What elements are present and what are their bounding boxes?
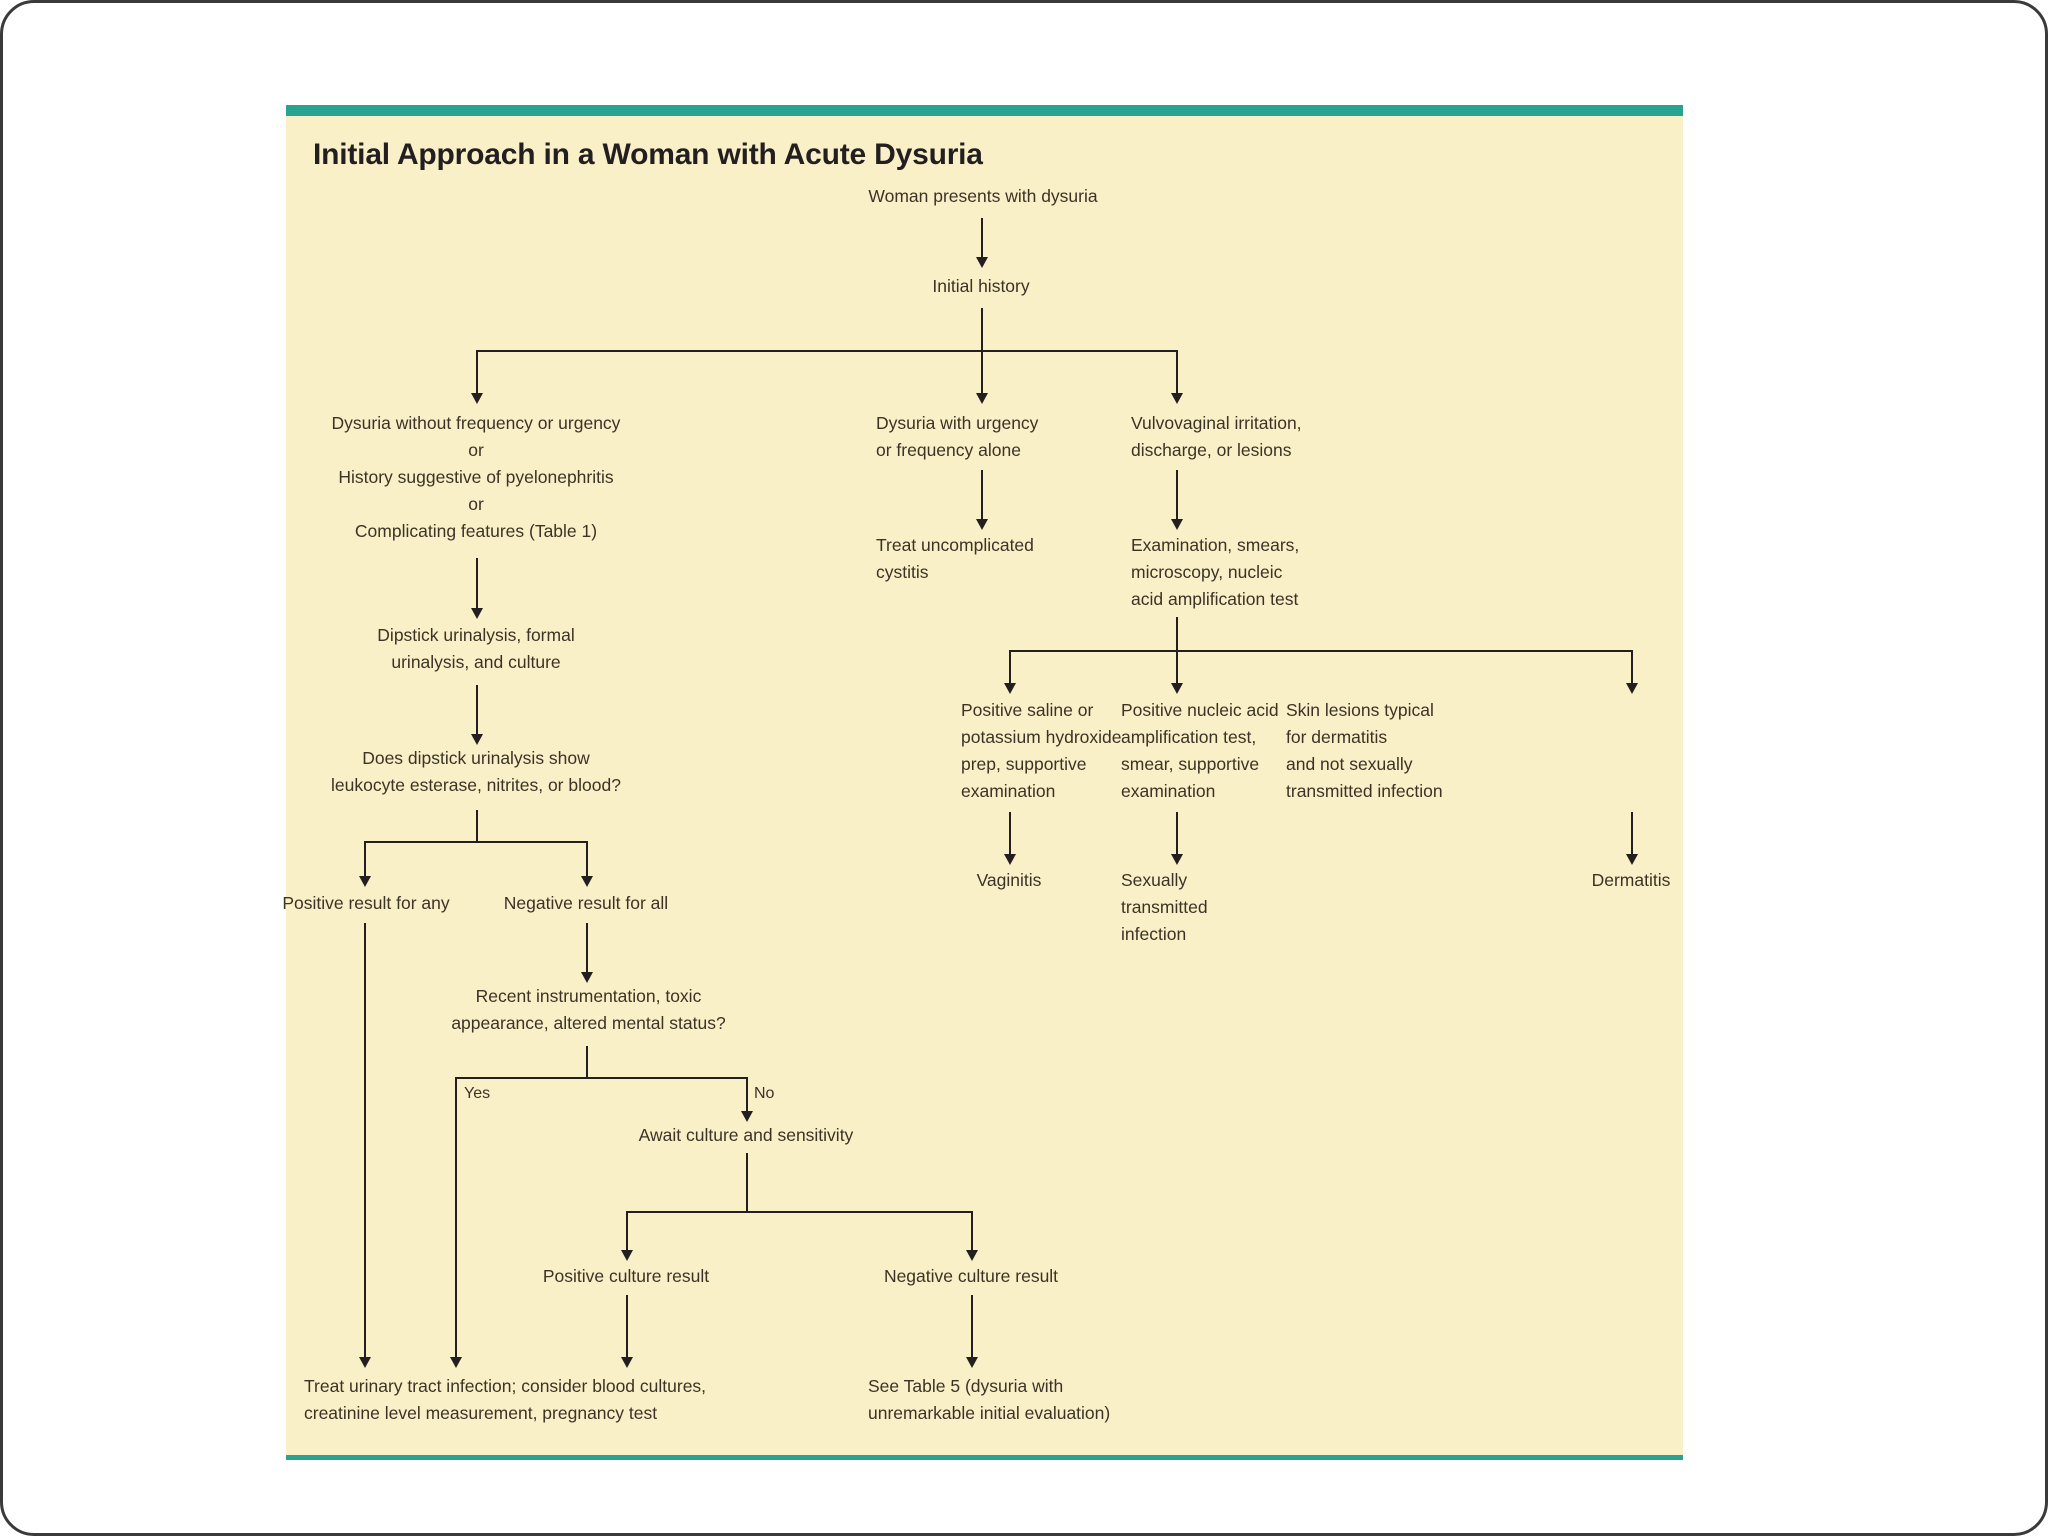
connector-examination-to-bus [1176, 617, 1178, 652]
node-positive-result-for-any: Positive result for any [282, 893, 450, 913]
node-positive-saline-potassium-hydroxide-prep: Positive saline or potassium hydroxide p… [961, 700, 1122, 801]
connector-middle-to-treat-cystitis [981, 470, 983, 522]
bus-positive-negative-split [364, 841, 586, 843]
connector-start-to-history [981, 218, 983, 260]
arrowhead-yes-to-treat-uti [450, 1357, 462, 1368]
connector-history-to-bus [981, 308, 983, 352]
figure-title: Initial Approach in a Woman with Acute D… [313, 138, 983, 171]
connector-bus-to-negative-result [586, 841, 588, 879]
node-dipstick-urinalysis-formal-urinalysis-culture: Dipstick urinalysis, formal urinalysis, … [377, 625, 575, 672]
node-sexually-transmitted-infection: Sexually transmitted infection [1121, 870, 1208, 944]
connector-positive-culture-to-treat-uti [626, 1295, 628, 1360]
bus-three-way-split [476, 350, 1176, 352]
arrowhead-negative-culture [966, 1250, 978, 1261]
edge-label-no: No [754, 1085, 775, 1102]
node-negative-result-for-all: Negative result for all [503, 893, 669, 913]
figure-panel: Initial Approach in a Woman with Acute D… [282, 105, 1683, 1460]
connector-skin-to-dermatitis [1631, 812, 1633, 857]
connector-bus-to-skin-lesions [1631, 650, 1633, 686]
panel-bottom-accent-rule [286, 1455, 1683, 1460]
arrowhead-right-to-examination [1171, 519, 1183, 530]
connector-await-culture-to-bus [746, 1153, 748, 1213]
arrowhead-left-to-dipstick [471, 608, 483, 619]
node-positive-culture-result: Positive culture result [542, 1266, 710, 1286]
bus-yes-no-split [455, 1077, 746, 1079]
bus-diagnostic-three-way [1009, 650, 1631, 652]
arrowhead-middle-to-treat-cystitis [976, 519, 988, 530]
arrowhead-branch-right [1171, 393, 1183, 404]
node-vaginitis: Vaginitis [976, 870, 1042, 890]
connector-bus-to-saline-prep [1009, 650, 1011, 686]
node-negative-culture-result: Negative culture result [883, 1266, 1059, 1286]
connector-yes-to-treat-uti [455, 1077, 457, 1360]
node-dysuria-without-frequency-or-pyelonephritis-or-complicating: Dysuria without frequency or urgency or … [331, 413, 621, 541]
arrowhead-negative-result-to-instrumentation [581, 972, 593, 983]
panel-top-accent-rule [286, 105, 1683, 116]
node-dysuria-with-urgency-or-frequency: Dysuria with urgency or frequency alone [876, 413, 1039, 460]
arrowhead-sti [1171, 854, 1183, 865]
connector-negative-culture-to-table5 [971, 1295, 973, 1360]
connector-bus-to-naat [1176, 650, 1178, 686]
node-see-table-5: See Table 5 (dysuria with unremarkable i… [868, 1376, 1111, 1423]
connector-right-to-examination [1176, 470, 1178, 522]
arrowhead-branch-left [471, 393, 483, 404]
arrowhead-dipstick-to-question [471, 734, 483, 745]
connector-bus-to-branch-right [1176, 350, 1178, 396]
node-examination-smears-microscopy: Examination, smears, microscopy, nucleic… [1131, 535, 1300, 609]
arrowhead-skin-lesions [1626, 683, 1638, 694]
connector-no-to-await-culture [746, 1077, 748, 1114]
arrowhead-positive-result [359, 876, 371, 887]
connector-naat-to-sti [1176, 812, 1178, 857]
node-vulvovaginal-irritation: Vulvovaginal irritation, discharge, or l… [1131, 413, 1302, 460]
node-treat-urinary-tract-infection: Treat urinary tract infection; consider … [304, 1376, 707, 1423]
connector-question-to-bus [476, 810, 478, 843]
connector-bus-to-branch-left [476, 350, 478, 396]
arrowhead-dermatitis [1626, 854, 1638, 865]
arrowhead-vaginitis [1004, 854, 1016, 865]
connector-bus-to-negative-culture [971, 1211, 973, 1253]
connector-saline-to-vaginitis [1009, 812, 1011, 857]
connector-instrumentation-to-bus [586, 1046, 588, 1079]
arrowhead-positive-culture [621, 1250, 633, 1261]
node-does-dipstick-show-leukocyte-esterase: Does dipstick urinalysis show leukocyte … [331, 748, 621, 795]
node-woman-presents-with-dysuria: Woman presents with dysuria [868, 186, 1098, 206]
connector-negative-result-to-instrumentation [586, 923, 588, 975]
node-dermatitis: Dermatitis [1591, 870, 1671, 890]
arrowhead-start-to-history [976, 257, 988, 268]
arrowhead-saline-prep [1004, 683, 1016, 694]
node-treat-uncomplicated-cystitis: Treat uncomplicated cystitis [876, 535, 1034, 582]
connector-positive-result-to-treat-uti [364, 923, 366, 1360]
node-await-culture-and-sensitivity: Await culture and sensitivity [638, 1125, 854, 1145]
connector-left-to-dipstick [476, 558, 478, 611]
node-recent-instrumentation-toxic-appearance: Recent instrumentation, toxic appearance… [451, 986, 726, 1033]
arrowhead-positive-culture-to-treat-uti [621, 1357, 633, 1368]
bus-culture-result-split [626, 1211, 971, 1213]
connector-dipstick-to-question [476, 685, 478, 737]
arrowhead-no-to-await-culture [741, 1111, 753, 1122]
edge-label-yes: Yes [464, 1085, 491, 1102]
node-skin-lesions-typical-for-dermatitis: Skin lesions typical for dermatitis and … [1286, 700, 1443, 801]
connector-bus-to-branch-middle [981, 350, 983, 396]
arrowhead-positive-result-to-treat-uti [359, 1357, 371, 1368]
arrowhead-negative-result [581, 876, 593, 887]
connector-bus-to-positive-result [364, 841, 366, 879]
arrowhead-negative-culture-to-table5 [966, 1357, 978, 1368]
node-positive-nucleic-acid-amplification-test: Positive nucleic acid amplification test… [1121, 700, 1279, 801]
arrowhead-branch-middle [976, 393, 988, 404]
node-initial-history: Initial history [932, 276, 1030, 296]
connector-bus-to-positive-culture [626, 1211, 628, 1253]
arrowhead-naat [1171, 683, 1183, 694]
